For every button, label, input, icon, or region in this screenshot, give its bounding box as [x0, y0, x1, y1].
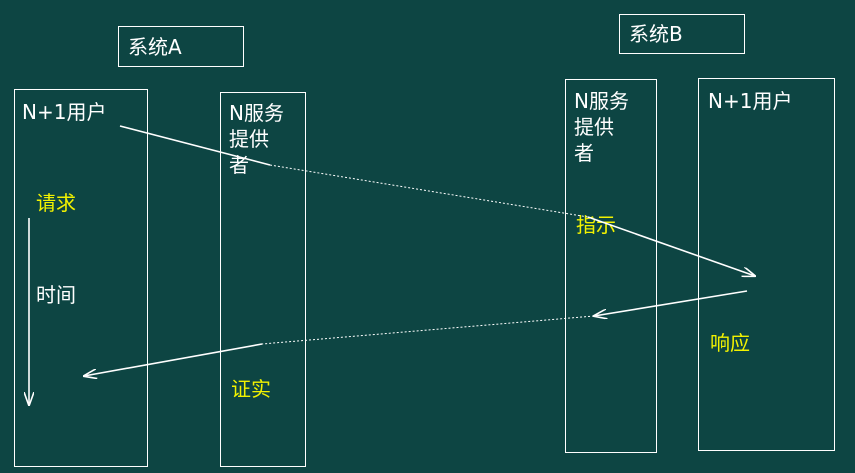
system-a-provider-label: N服务 提供 者 [229, 101, 284, 177]
system-b-user-label: N+1用户 [708, 89, 793, 113]
system-a-user-label: N+1用户 [22, 100, 107, 124]
confirm-arrow [84, 343, 263, 376]
system-b-title-box [619, 14, 745, 54]
confirm-arrow-dashed [261, 315, 595, 345]
system-b-provider-column [565, 79, 657, 453]
request-arrow-solid [119, 125, 271, 166]
system-a-user-column [14, 89, 148, 467]
system-b-user-column [698, 78, 835, 451]
time-label: 时间 [36, 283, 76, 307]
system-b-provider-label: N服务 提供 者 [574, 89, 629, 165]
system-a-title: 系统A [128, 35, 182, 59]
indication-arrow [587, 216, 755, 276]
request-arrow-dashed [269, 164, 589, 218]
response-label: 响应 [710, 331, 750, 355]
system-b-title: 系统B [629, 22, 683, 46]
verify-label: 证实 [231, 377, 271, 401]
system-a-title-box [118, 26, 244, 67]
request-label: 请求 [36, 191, 76, 215]
response-arrow [594, 290, 748, 316]
system-a-provider-column [220, 92, 306, 467]
